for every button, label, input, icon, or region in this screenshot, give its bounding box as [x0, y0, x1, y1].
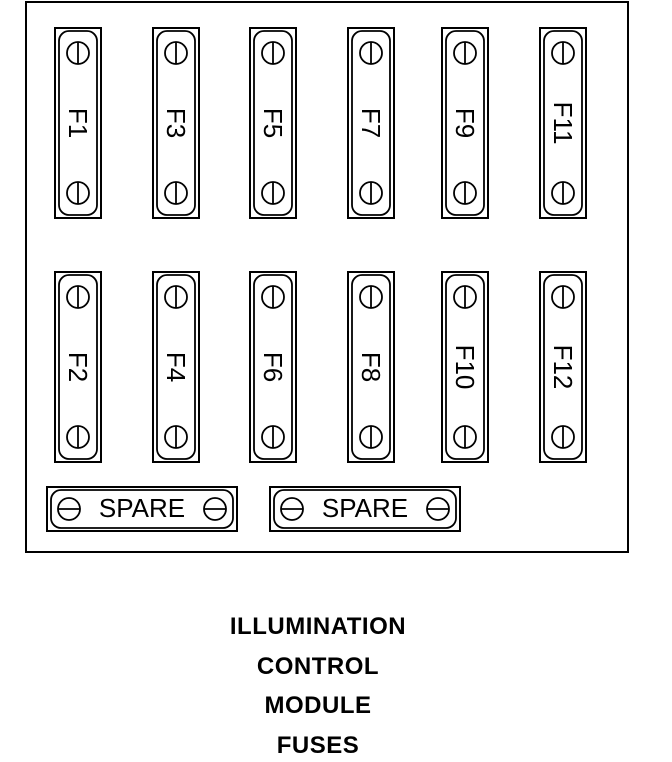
screw-icon	[164, 285, 188, 309]
fuse-f8: F8	[347, 271, 395, 463]
screw-icon	[164, 41, 188, 65]
screw-icon	[261, 181, 285, 205]
fuse-f12: F12	[539, 271, 587, 463]
screw-icon	[164, 425, 188, 449]
fuse-label: F5	[258, 108, 288, 138]
screw-icon	[66, 285, 90, 309]
fuse-label: F7	[356, 108, 386, 138]
screw-icon	[261, 425, 285, 449]
fuse-f3: F3	[152, 27, 200, 219]
screw-icon	[280, 497, 304, 521]
screw-icon	[359, 285, 383, 309]
fuse-label: F11	[548, 102, 578, 145]
screw-icon	[261, 41, 285, 65]
screw-icon	[66, 425, 90, 449]
fuse-f9: F9	[441, 27, 489, 219]
screw-icon	[203, 497, 227, 521]
spare-fuse-1: SPARE	[46, 486, 238, 532]
caption-line-1: ILLUMINATION	[229, 613, 407, 640]
spare-fuse-2: SPARE	[269, 486, 461, 532]
screw-icon	[57, 497, 81, 521]
fuse-f5: F5	[249, 27, 297, 219]
spare-label: SPARE	[322, 493, 408, 523]
fuse-label: F3	[161, 108, 191, 138]
fuse-label: F2	[63, 352, 93, 382]
fuse-label: F6	[258, 352, 288, 382]
fuse-label: F4	[161, 352, 191, 382]
screw-icon	[359, 41, 383, 65]
screw-icon	[261, 285, 285, 309]
fuse-label: F10	[450, 345, 480, 390]
fuse-f2: F2	[54, 271, 102, 463]
fuse-f11: F11	[539, 27, 587, 219]
screw-icon	[66, 41, 90, 65]
caption-line-3: MODULE	[264, 692, 372, 719]
fuse-f10: F10	[441, 271, 489, 463]
screw-icon	[551, 425, 575, 449]
screw-icon	[551, 41, 575, 65]
caption-line-2: CONTROL	[256, 653, 380, 680]
spare-label: SPARE	[99, 493, 185, 523]
screw-icon	[453, 41, 477, 65]
fuse-panel-outline	[25, 1, 629, 553]
fuse-label: F1	[63, 108, 93, 138]
screw-icon	[359, 425, 383, 449]
screw-icon	[551, 181, 575, 205]
fuse-label: F8	[356, 352, 386, 382]
fuse-f4: F4	[152, 271, 200, 463]
fuse-f1: F1	[54, 27, 102, 219]
screw-icon	[359, 181, 383, 205]
fuse-label: F12	[548, 345, 578, 390]
fuse-f6: F6	[249, 271, 297, 463]
screw-icon	[453, 285, 477, 309]
caption-line-4: FUSES	[276, 732, 360, 759]
screw-icon	[453, 181, 477, 205]
screw-icon	[66, 181, 90, 205]
fuse-f7: F7	[347, 27, 395, 219]
screw-icon	[426, 497, 450, 521]
screw-icon	[164, 181, 188, 205]
screw-icon	[453, 425, 477, 449]
fuse-label: F9	[450, 108, 480, 138]
screw-icon	[551, 285, 575, 309]
